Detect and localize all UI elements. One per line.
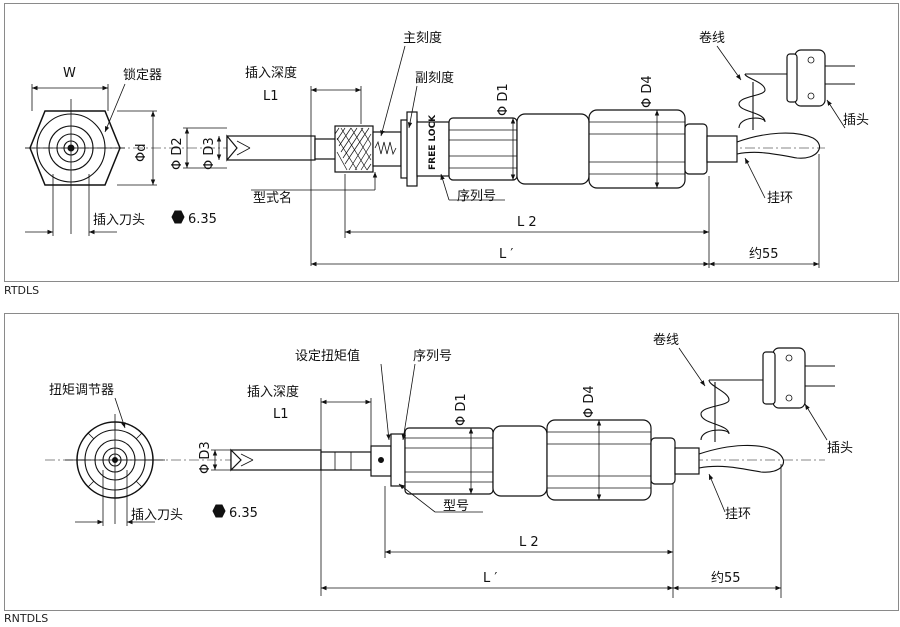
grip-mid [516,113,590,185]
label-hook: 挂环 [767,191,793,206]
label-coil-2: 卷线 [653,332,679,348]
label-phi-d1-2: Φ D1 [454,393,469,426]
label-serial-2: 序列号 [413,349,452,364]
grip-front-ribs [449,129,517,169]
free-lock-ring [416,121,450,177]
knurl-hatch [334,127,372,171]
end-view-torque-adjuster [65,414,165,524]
label-l-prime-2: L ′ [483,571,497,586]
label-coil: 卷线 [699,30,725,46]
hex-bit-icon [171,210,185,224]
label-l1: L1 [263,89,279,104]
label-lock-device: 锁定器 [123,67,162,83]
label-set-torque: 设定扭矩值 [295,348,360,364]
label-approx-55: 约55 [749,247,779,262]
caption-rtdls: RTDLS [4,284,40,297]
label-l1-2: L1 [273,407,289,422]
label-hook-2: 挂环 [725,507,751,522]
grip-rear-ribs [589,121,685,175]
rntdls-drawing-panel: 扭矩调节器 插入刀头 6.35 [4,313,899,611]
grip-mid-2 [492,425,548,497]
label-insert-depth-2: 插入深度 [247,384,299,400]
plug-icon-2 [762,347,835,409]
label-phi-d4: Φ D4 [640,75,655,108]
label-l2: L 2 [517,215,537,230]
label-l-prime: L ′ [499,247,513,262]
coil-cord-2 [700,379,765,442]
label-model: 型号 [443,499,469,514]
bit-shaft-2 [230,448,372,472]
end-view-hex [25,99,125,234]
rtdls-drawing-panel: W 锁定器 Φd 插入刀头 6.35 FREE LOCK [4,3,899,282]
label-serial: 序列号 [457,189,496,204]
label-phi-d: Φd [134,144,149,162]
label-l2-2: L 2 [519,535,539,550]
hook-loop-2 [698,444,784,473]
grip-front [448,117,518,181]
grip-front-ribs-2 [405,437,493,483]
label-insert-depth: 插入深度 [245,65,297,81]
label-bit-2: 插入刀头 [131,508,183,523]
label-phi-d2: Φ D2 [170,137,185,170]
label-sub-scale: 副刻度 [415,70,454,86]
label-torque-adjuster: 扭矩调节器 [49,383,114,398]
label-approx-55-2: 约55 [711,571,741,586]
label-w: W [63,66,76,81]
label-phi-d4-2: Φ D4 [582,385,597,418]
hex-bit-icon-2 [212,504,226,518]
label-hex-size: 6.35 [188,212,217,227]
torque-set-window [390,433,406,487]
caption-rntdls: RNTDLS [4,612,49,625]
rtdls-drawing: W 锁定器 Φd 插入刀头 6.35 FREE LOCK [25,30,869,268]
free-lock-text: FREE LOCK [428,114,438,170]
label-plug-2: 插头 [827,441,853,456]
hook-loop [736,132,820,159]
label-main-scale: 主刻度 [403,30,442,46]
rntdls-drawing: 扭矩调节器 插入刀头 6.35 [45,332,853,598]
plug-icon [786,49,855,107]
label-model-name: 型式名 [253,190,292,206]
bit-shaft [226,134,338,162]
label-bit: 插入刀头 [93,213,145,228]
label-phi-d3-2: Φ D3 [198,441,213,474]
label-phi-d3: Φ D3 [202,137,217,170]
label-plug: 插头 [843,113,869,128]
label-phi-d1: Φ D1 [496,83,511,116]
label-hex-size-2: 6.35 [229,506,258,521]
